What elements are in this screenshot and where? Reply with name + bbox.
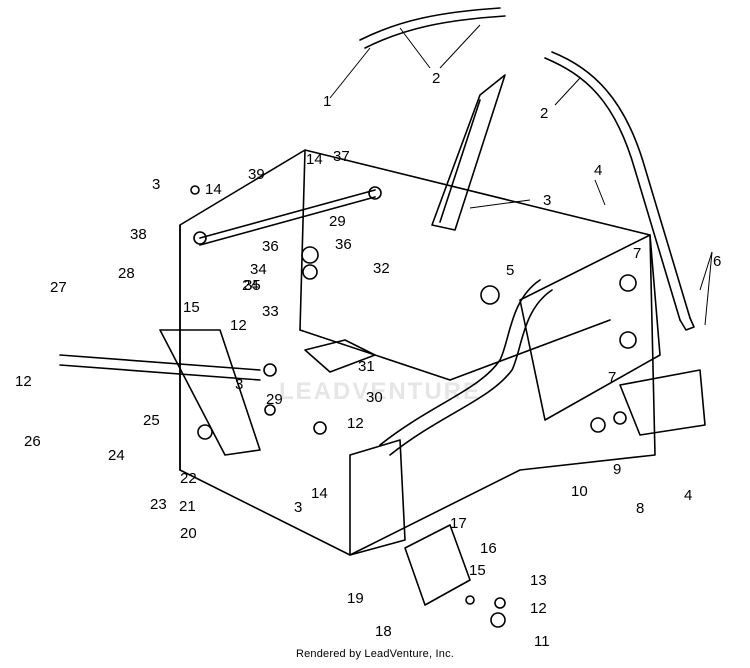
part-label: 12 [530,600,547,617]
part-label: 4 [684,487,692,504]
part-label: 10 [571,483,588,500]
part-label: 17 [450,515,467,532]
part-label: 39 [248,166,265,183]
part-label: 18 [375,623,392,640]
part-number-labels: 1 2 2 3 3 3 3 4 4 5 6 7 7 8 9 10 11 12 1… [15,70,721,650]
part-label: 3 [294,499,302,516]
part-label: 24 [242,277,259,294]
frame-drawing [59,7,706,628]
part-label: 3 [235,376,243,393]
part-label: 14 [311,485,328,502]
footer-credit: Rendered by LeadVenture, Inc. [295,648,455,660]
part-label: 19 [347,590,364,607]
part-label: 13 [530,572,547,589]
part-label: 37 [333,148,350,165]
part-label: 12 [15,373,32,390]
part-label: 14 [205,181,222,198]
part-label: 24 [108,447,125,464]
part-label: 33 [262,303,279,320]
part-label: 7 [608,369,616,386]
part-label: 2 [432,70,440,87]
part-label: 31 [358,358,375,375]
part-label: 11 [534,633,550,650]
part-label: 8 [636,500,644,517]
part-label: 9 [613,461,621,478]
part-label: 36 [262,238,279,255]
part-label: 22 [180,470,197,487]
part-label: 25 [143,412,160,429]
part-label: 15 [469,562,486,579]
part-label: 34 [250,261,267,278]
part-label: 3 [543,192,551,209]
part-label: 15 [183,299,200,316]
part-label: 23 [150,496,167,513]
part-label: 20 [180,525,197,542]
part-label: 30 [366,389,383,406]
part-label: 14 [306,151,323,168]
part-label: 12 [230,317,247,334]
part-label: 35 [244,277,261,294]
part-label: 6 [713,253,721,270]
part-label: 1 [323,93,331,110]
part-label: 3 [152,176,160,193]
part-label: 26 [24,433,41,450]
part-label: 28 [118,265,135,282]
part-label: 4 [594,162,602,179]
part-label: 27 [50,279,67,296]
part-label: 12 [347,415,364,432]
part-label: 38 [130,226,147,243]
part-label: 32 [373,260,390,277]
part-label: 29 [329,213,346,230]
part-label: 36 [335,236,352,253]
part-label: 29 [266,391,283,408]
part-label: 7 [633,245,641,262]
part-label: 21 [179,498,196,515]
watermark-text: LEADVENTURE [278,378,481,405]
part-label: 16 [480,540,497,557]
leader-lines [329,24,713,326]
part-label: 2 [540,105,548,122]
part-label: 5 [506,262,514,279]
